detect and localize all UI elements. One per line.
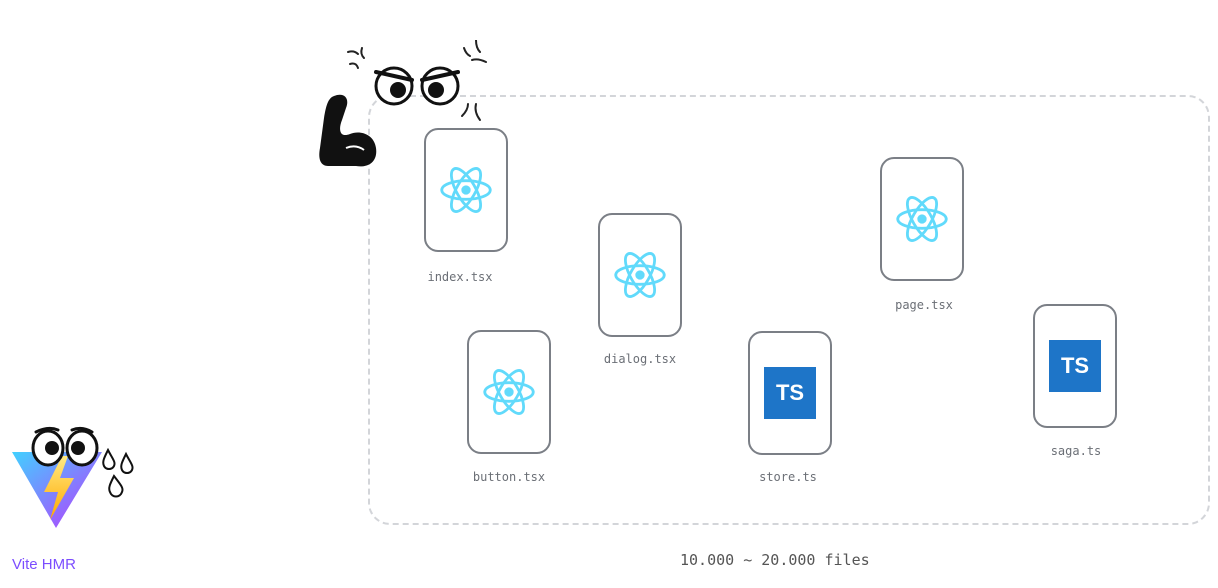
file-label-page: page.tsx xyxy=(895,298,953,312)
file-label-saga: saga.ts xyxy=(1050,444,1102,458)
react-logo-icon xyxy=(614,252,666,298)
file-label-dialog: dialog.tsx xyxy=(603,352,677,366)
file-card-page[interactable] xyxy=(880,157,964,281)
file-card-store[interactable]: TS xyxy=(748,331,832,455)
file-card-dialog[interactable] xyxy=(598,213,682,337)
flexed-biceps-icon xyxy=(319,94,377,167)
angry-eyes-icon xyxy=(374,66,460,106)
file-card-saga[interactable]: TS xyxy=(1033,304,1117,428)
file-label-store: store.ts xyxy=(759,470,817,484)
sweat-drops-icon xyxy=(102,448,134,498)
module-graph-frame xyxy=(368,95,1210,525)
anger-mark-icon xyxy=(347,40,487,121)
react-logo-icon xyxy=(440,167,492,213)
file-label-index: index.tsx xyxy=(427,270,493,284)
typescript-logo-icon: TS xyxy=(764,367,816,419)
vite-logo-icon xyxy=(12,452,102,528)
file-card-index[interactable] xyxy=(424,128,508,252)
react-logo-icon xyxy=(896,196,948,242)
vite-hmr-label: Vite HMR xyxy=(12,556,76,573)
react-logo-icon xyxy=(483,369,535,415)
typescript-logo-icon: TS xyxy=(1049,340,1101,392)
file-count-caption: 10.000 ~ 20.000 files xyxy=(680,551,870,569)
worried-eyes-icon xyxy=(31,426,99,467)
file-label-button: button.tsx xyxy=(472,470,546,484)
file-card-button[interactable] xyxy=(467,330,551,454)
